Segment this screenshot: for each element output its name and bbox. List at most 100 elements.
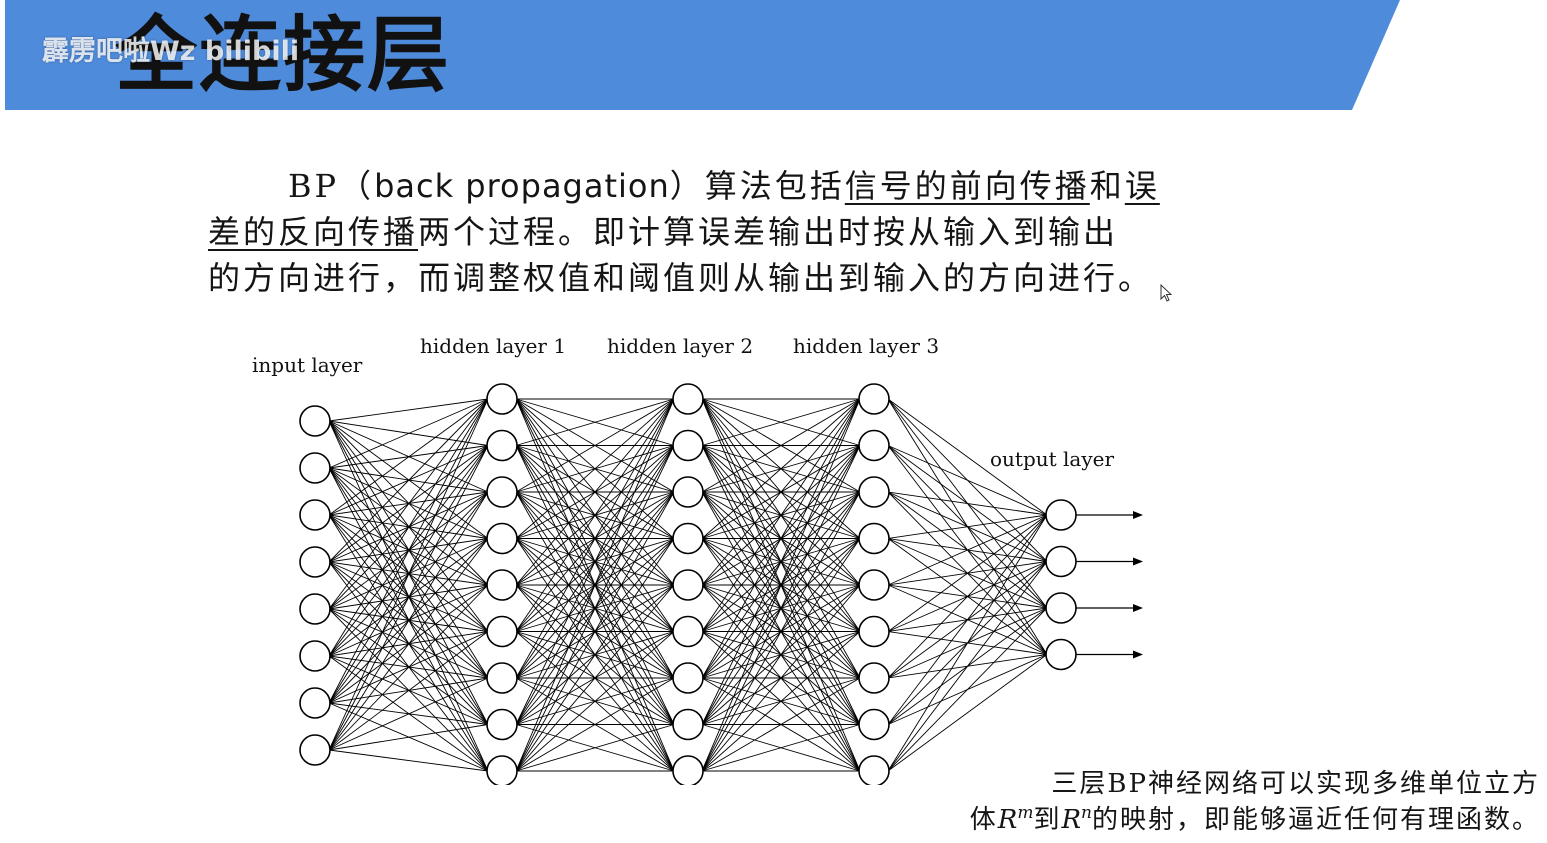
connection-line (515, 398, 675, 772)
connection-line (328, 538, 489, 751)
connection-line (328, 398, 489, 422)
paragraph-line-3: 的方向进行，而调整权值和阈值则从输出到输入的方向进行。 (208, 259, 1154, 297)
math-m: m (1017, 803, 1034, 823)
mouse-cursor-icon (1160, 284, 1173, 302)
connection-line (887, 514, 1048, 725)
connection-line (701, 491, 861, 772)
text-and: 和 (1089, 167, 1125, 205)
output-node (1045, 638, 1077, 671)
connection-line (515, 398, 675, 632)
title-band (5, 0, 1400, 110)
connection-line (701, 398, 861, 772)
hidden2-node (672, 383, 704, 415)
hidden1-node (486, 662, 518, 694)
connection-line (701, 398, 861, 446)
connection-line (328, 398, 489, 516)
connection-line (328, 398, 489, 704)
caption-text-a: 体 (969, 805, 998, 835)
connection-line (328, 631, 489, 751)
connection-line (515, 584, 675, 772)
connection-line (701, 677, 861, 772)
hidden3-node (858, 522, 890, 555)
hidden3-node (858, 755, 890, 785)
paragraph-line-2: 差的反向传播两个过程。即计算误差输出时按从输入到输出 (208, 209, 1248, 255)
connection-line (887, 491, 1048, 516)
underlined-backward-propagation: 差的反向传播 (208, 213, 419, 251)
input-node (299, 687, 331, 719)
neural-network-diagram: input layer hidden layer 1 hidden layer … (252, 334, 1143, 785)
title-band-shape (5, 0, 1400, 110)
text-algorithm-includes: ）算法包括 (669, 167, 845, 205)
connection-line (887, 445, 1048, 516)
connection-line (887, 398, 1048, 516)
connection-line (887, 514, 1048, 586)
hidden2-node (672, 522, 704, 555)
connection-line (701, 398, 861, 679)
underlined-error-start: 误 (1124, 167, 1160, 205)
text-bp: BP（ (288, 167, 375, 205)
connections (328, 398, 1048, 772)
input-node (299, 546, 331, 578)
arrow-head-icon (1133, 604, 1143, 612)
watermark: 霹雳吧啦Wz bilibili (42, 36, 300, 67)
connection-line (328, 584, 489, 751)
connection-line (328, 398, 489, 563)
connection-line (328, 398, 489, 751)
hidden3-node (858, 615, 890, 648)
connection-line (328, 398, 489, 657)
connection-line (701, 398, 861, 493)
caption-line-2: 体Rm到Rn的映射，即能够逼近任何有理函数。 (930, 802, 1540, 838)
text-back-propagation: back propagation (374, 167, 670, 205)
math-r2: R (1061, 805, 1082, 835)
neurons (299, 383, 1077, 785)
connection-line (328, 398, 489, 469)
connection-line (887, 514, 1048, 632)
slide-title: 全连接层 (115, 8, 452, 103)
hidden-layer-3-label: hidden layer 3 (793, 334, 939, 358)
math-r1: R (997, 805, 1018, 835)
connection-line (328, 749, 489, 772)
connection-line (515, 398, 675, 586)
connection-line (515, 398, 675, 725)
math-n: n (1081, 803, 1092, 823)
connection-line (515, 398, 675, 493)
text-two-processes: 两个过程。即计算误差输出时按从输入到输出 (418, 213, 1119, 251)
math-r-m: Rm (997, 803, 1034, 836)
hidden2-node (672, 708, 704, 741)
hidden3-node (858, 708, 890, 741)
connection-line (887, 561, 1048, 772)
connection-line (701, 398, 861, 539)
paragraph-line-1: BP（back propagation）算法包括信号的前向传播和误 (208, 163, 1248, 209)
connection-line (328, 398, 489, 610)
hidden2-node (672, 662, 704, 694)
connection-line (701, 445, 861, 772)
hidden2-node (672, 755, 704, 785)
connection-line (515, 445, 675, 772)
hidden3-node (858, 569, 890, 601)
caption-text-b: 的映射，即能够逼近任何有理函数。 (1091, 805, 1540, 835)
caption-line-1: 三层BP神经网络可以实现多维单位立方 (1051, 769, 1540, 799)
hidden3-node (858, 476, 890, 508)
output-node (1045, 592, 1077, 624)
output-node (1045, 499, 1077, 531)
hidden1-node (486, 615, 518, 648)
connection-line (515, 538, 675, 772)
connection-line (701, 398, 861, 632)
hidden2-node (672, 429, 704, 462)
connection-line (328, 724, 489, 751)
hidden1-node (486, 755, 518, 785)
connection-line (887, 514, 1048, 539)
hidden1-node (486, 383, 518, 415)
input-layer-label: input layer (252, 353, 363, 377)
connection-line (515, 631, 675, 772)
connection-line (701, 538, 861, 772)
connection-line (701, 724, 861, 772)
connection-line (701, 631, 861, 772)
connection-line (515, 398, 675, 539)
input-node (299, 499, 331, 531)
hidden3-node (858, 429, 890, 462)
math-r-n: Rn (1061, 803, 1092, 836)
connection-line (515, 491, 675, 772)
connection-line (887, 654, 1048, 772)
output-layer-label: output layer (990, 447, 1114, 471)
